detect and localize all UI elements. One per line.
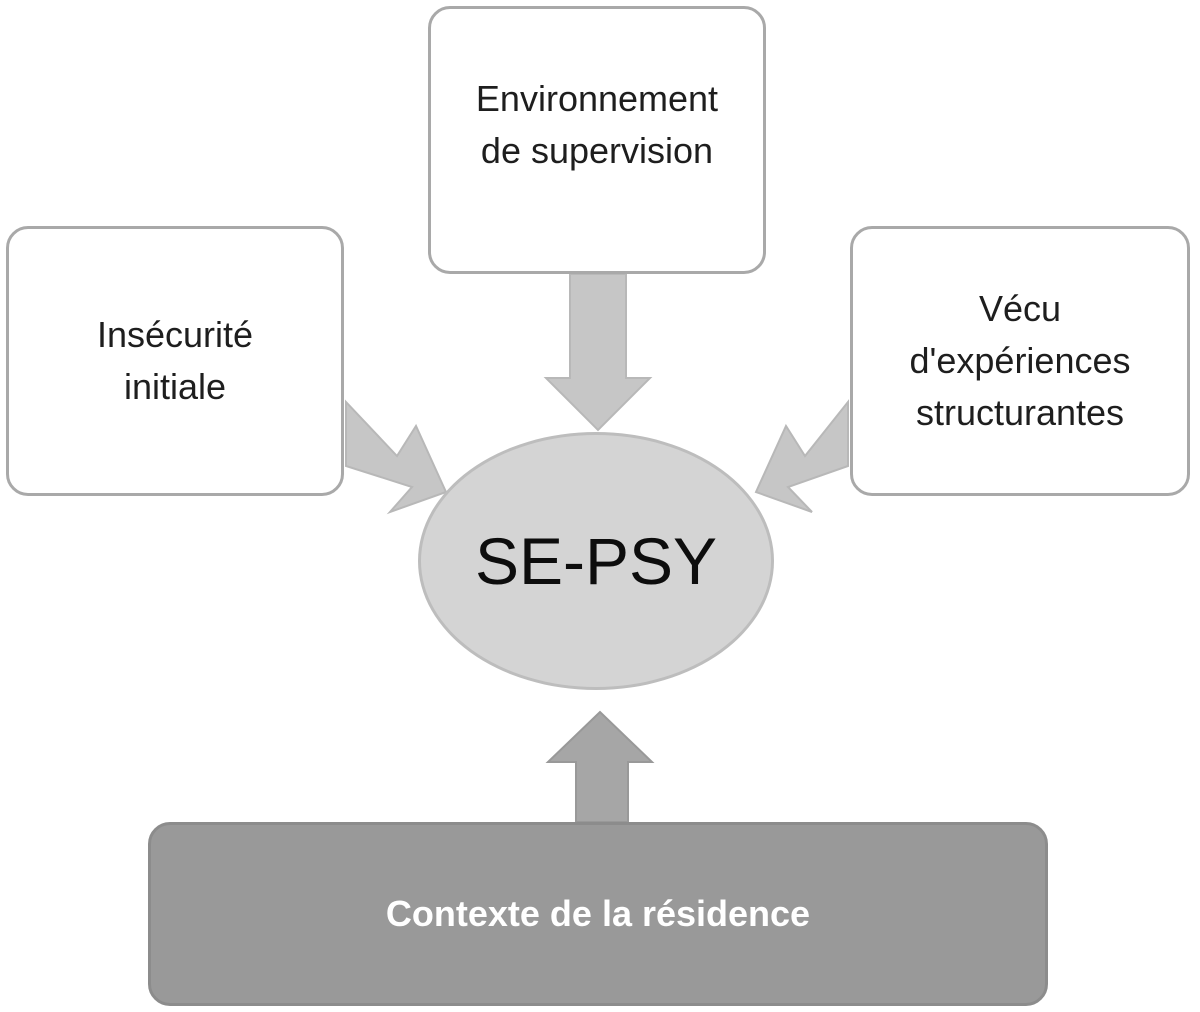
- box-left-line1: Insécurité: [96, 314, 254, 355]
- box-contexte-residence: Contexte de la résidence: [148, 822, 1048, 1006]
- box-vecu-experiences: Vécu d'expériences structurantes: [850, 226, 1190, 496]
- box-top-line1: Environnement: [475, 78, 719, 119]
- box-right-line3: structurantes: [915, 392, 1125, 433]
- arrow-bottom-to-center: [545, 710, 655, 823]
- arrow-top-to-center: [543, 273, 653, 432]
- arrow-right-to-center: [754, 399, 849, 513]
- box-insecurite-initiale: Insécurité initiale: [6, 226, 344, 496]
- box-left-line2: initiale: [123, 366, 227, 407]
- context-label: Contexte de la résidence: [385, 893, 811, 934]
- arrow-left-to-center: [345, 399, 448, 515]
- center-node-se-psy: SE-PSY: [418, 432, 774, 690]
- box-right-line1: Vécu: [978, 288, 1062, 329]
- box-top-line2: de supervision: [480, 130, 714, 171]
- center-label: SE-PSY: [474, 524, 718, 598]
- box-environnement-supervision: Environnement de supervision: [428, 6, 766, 274]
- box-right-line2: d'expériences: [909, 340, 1131, 381]
